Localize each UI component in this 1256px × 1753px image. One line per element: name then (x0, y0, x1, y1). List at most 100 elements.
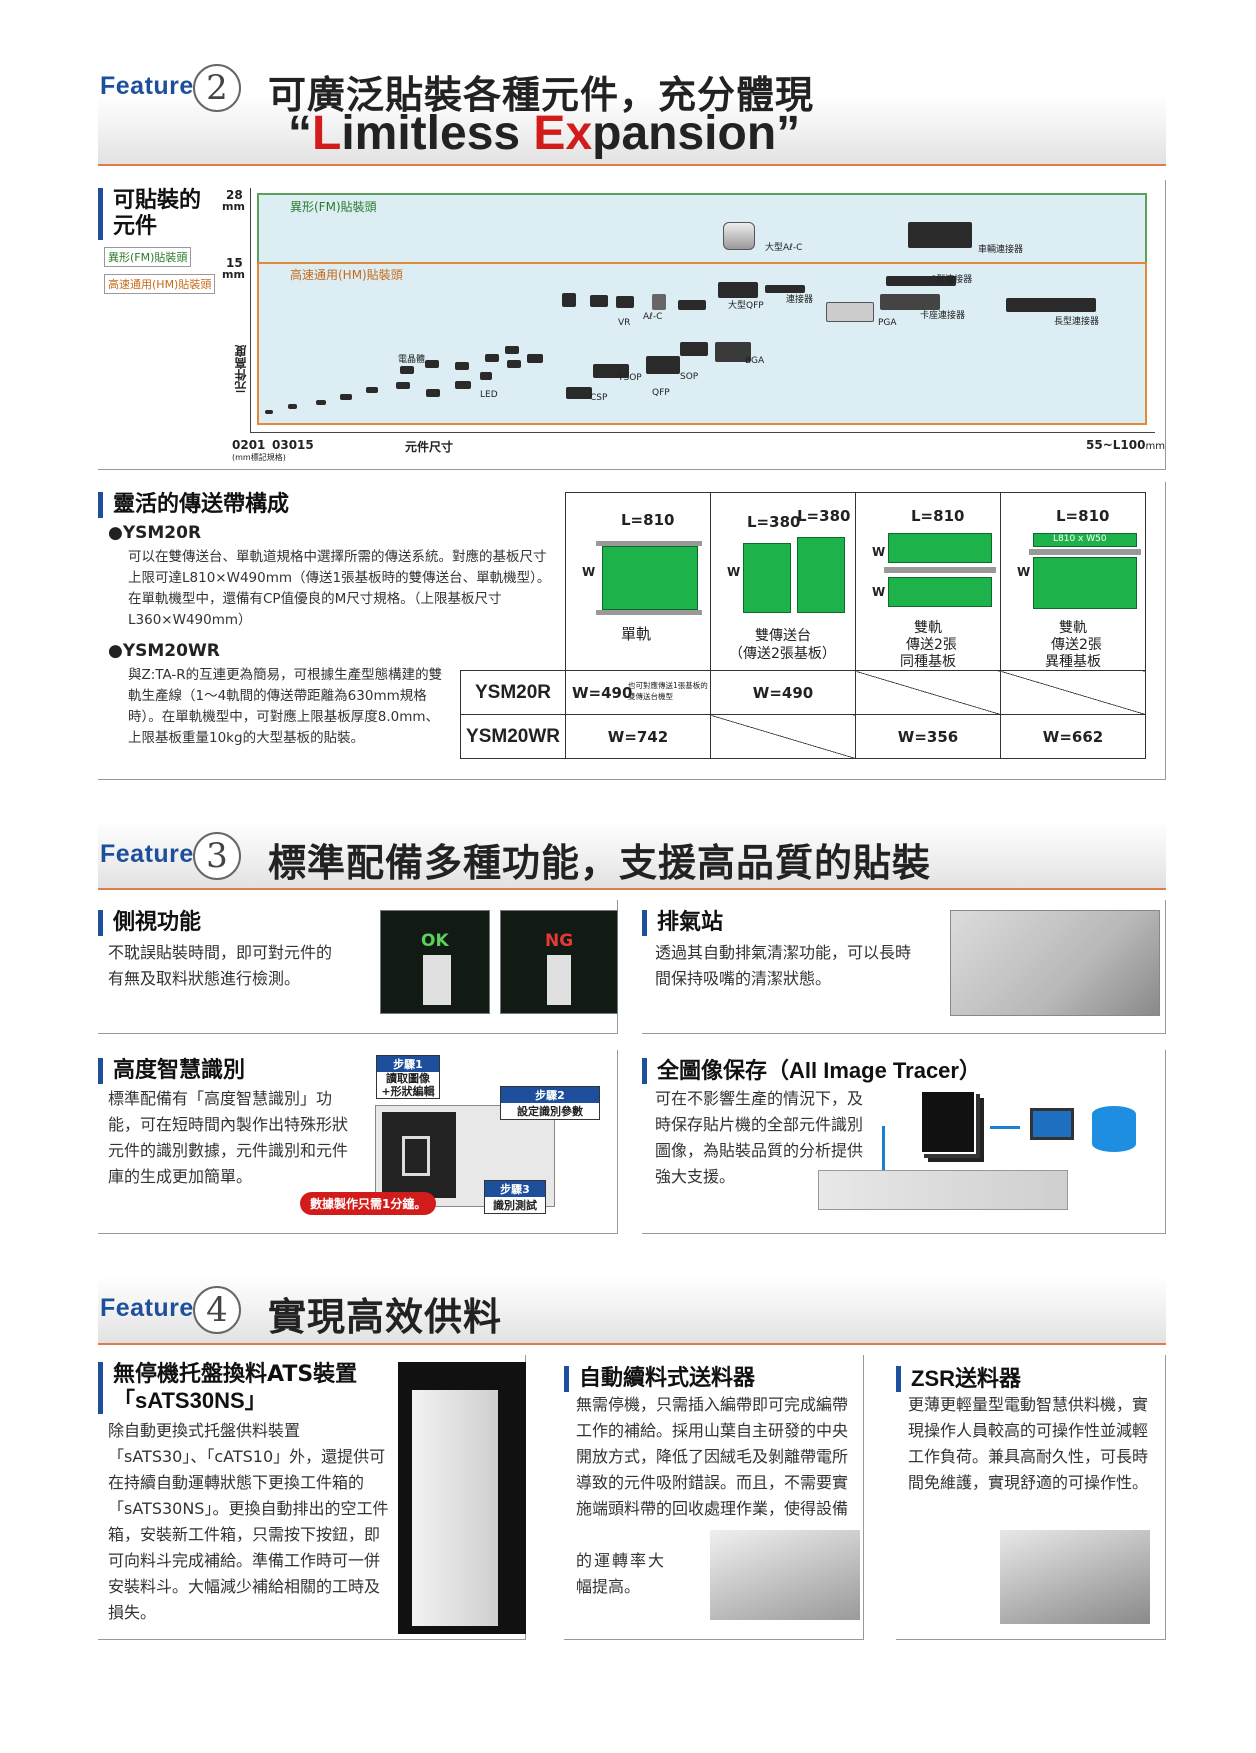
chip-csp (566, 387, 592, 399)
x-end-value: 55~L100 (1086, 438, 1146, 452)
model-ysm20r: ●YSM20R (108, 523, 202, 543)
purge-text-1: 透過其自動排氣清潔功能，可以長時 (655, 943, 912, 962)
chip-pga (826, 302, 874, 322)
step-2-head: 步驟2 (501, 1087, 599, 1103)
step-badge: 數據製作只需1分鐘。 (300, 1192, 437, 1215)
chip-bga (715, 342, 751, 362)
chip-small-1 (485, 354, 499, 362)
chip-transistor-3 (455, 362, 469, 370)
smart-text: 標準配備有「高度智慧識別」功能，可在短時間內製作出特殊形狀元件的識別數據，元件識… (108, 1089, 349, 1186)
chart-heading-line2: 元件 (113, 214, 158, 239)
ng-image: NG (500, 910, 618, 1014)
conveyor-table: L=810 W 單軌 L=380 L=380 W 雙傳送台 （傳送2張基板） L… (460, 492, 1146, 759)
feature2-tagline: “Limitless Expansion” (288, 106, 800, 161)
chip-small-4 (507, 360, 521, 368)
row1-model: YSM20R (460, 670, 566, 715)
feature2-number: 2 (193, 64, 241, 112)
feature2-title: 可廣泛貼裝各種元件，充分體現 (268, 73, 815, 117)
tag-ex: Ex (533, 107, 593, 160)
feature4-word: Feature (100, 1294, 194, 1322)
feature4-banner (98, 1275, 1166, 1345)
row2-c3: W=356 (855, 714, 1001, 759)
col3-board-b (888, 577, 992, 607)
col2-board-b (797, 537, 845, 613)
smart-screen-part (402, 1136, 430, 1176)
y-tick-28: 28 (226, 188, 243, 202)
col1-w: W (582, 565, 596, 579)
hm-region-label: 高速通用(HM)貼裝頭 (290, 268, 403, 282)
auto-feeder-photo (710, 1530, 860, 1620)
chip-long-conn (1006, 298, 1096, 312)
ng-label: NG (545, 931, 574, 951)
col3-board-a (888, 533, 992, 563)
y-unit-28: mm (222, 200, 245, 213)
col-single: L=810 W 單軌 (565, 492, 711, 671)
x-end-unit: mm (1145, 441, 1165, 452)
col3-name-3: 同種基板 (900, 654, 956, 670)
ng-nozzle (547, 955, 571, 1005)
col3-name-2: 傳送2張 (906, 637, 957, 653)
row2-c2 (710, 714, 856, 759)
smart-screen-dark (382, 1112, 456, 1198)
line-machines (818, 1170, 1068, 1210)
col3-w-b: W (872, 585, 886, 599)
chip-1005 (366, 387, 378, 393)
step-3-head: 步驟3 (485, 1181, 545, 1197)
col1-length: L=810 (621, 511, 675, 529)
chip-3216 (455, 381, 471, 389)
chip-card-conn (880, 294, 940, 310)
auto-feeder-panel (564, 1355, 864, 1640)
label-c-conn: C型連接器 (930, 275, 973, 285)
tracer-arrow (990, 1126, 1020, 1129)
tracer-path (882, 1126, 885, 1170)
auto-feeder-heading: 自動續料式送料器 (564, 1366, 755, 1392)
chip-0603 (340, 394, 352, 400)
ok-label: OK (421, 931, 449, 951)
feature4-number: 4 (193, 1286, 241, 1334)
col4-w: W (1017, 565, 1031, 579)
col-dual-same: L=810 W W 雙軌 傳送2張 同種基板 (855, 492, 1001, 671)
label-large-qfp: 大型QFP (728, 301, 764, 311)
row1-c4 (1000, 670, 1146, 715)
row1-c3 (855, 670, 1001, 715)
col3-length: L=810 (911, 507, 965, 525)
side-view-heading: 側視功能 (98, 910, 201, 936)
chip-transistor-2 (425, 360, 439, 368)
zsr-heading: ZSR送料器 (896, 1366, 1021, 1392)
feature3-number: 3 (193, 832, 241, 880)
col2-name-1: 雙傳送台 (755, 628, 811, 644)
purge-panel (642, 900, 1166, 1034)
col4-board-b (1033, 557, 1137, 609)
purge-station-photo (950, 910, 1160, 1016)
col4-rail (1029, 549, 1141, 555)
label-bga: BGA (745, 356, 765, 366)
chip-led (480, 372, 492, 380)
step-1-body: 讀取圖像+形狀編輯 (381, 1072, 435, 1098)
chip-vr-1 (562, 293, 576, 307)
chip-small-3 (527, 354, 543, 363)
side-view-text-1: 不耽誤貼裝時間，即可對元件的 (108, 943, 333, 962)
step-1-head: 步驟1 (377, 1056, 439, 1072)
row2-c1: W=742 (565, 714, 711, 759)
x-tick-0201: 0201 (232, 438, 266, 452)
col1-rail-top (596, 541, 702, 546)
smart-heading: 高度智慧識別 (98, 1058, 245, 1084)
label-alc: Aℓ-C (643, 312, 663, 322)
col1-board (602, 546, 698, 610)
y-axis-title: 元件高度 (234, 345, 248, 393)
chart-panel (98, 180, 1166, 470)
chip-2012 (426, 389, 440, 397)
chip-1608 (396, 382, 410, 389)
chip-large-alc (723, 222, 755, 250)
quote-open: “ (288, 107, 312, 160)
feature3-title: 標準配備多種功能，支援高品質的貼裝 (268, 841, 932, 885)
chip-c-conn (886, 276, 956, 286)
step-2: 步驟2 設定識別參數 (500, 1086, 600, 1120)
auto-feeder-text-a: 無需停機，只需插入編帶即可完成編帶工作的補給。採用山葉自主研發的中央開放方式，降… (576, 1395, 849, 1518)
chip-03015 (288, 404, 297, 409)
ats-heading: 無停機托盤換料ATS裝置 「sATS30NS」 (98, 1362, 357, 1414)
feature3-word: Feature (100, 840, 194, 868)
label-qfp: QFP (652, 388, 670, 398)
col4-inner-label: L810 x W50 (1053, 534, 1107, 544)
step-3-body: 識別測試 (493, 1199, 537, 1212)
